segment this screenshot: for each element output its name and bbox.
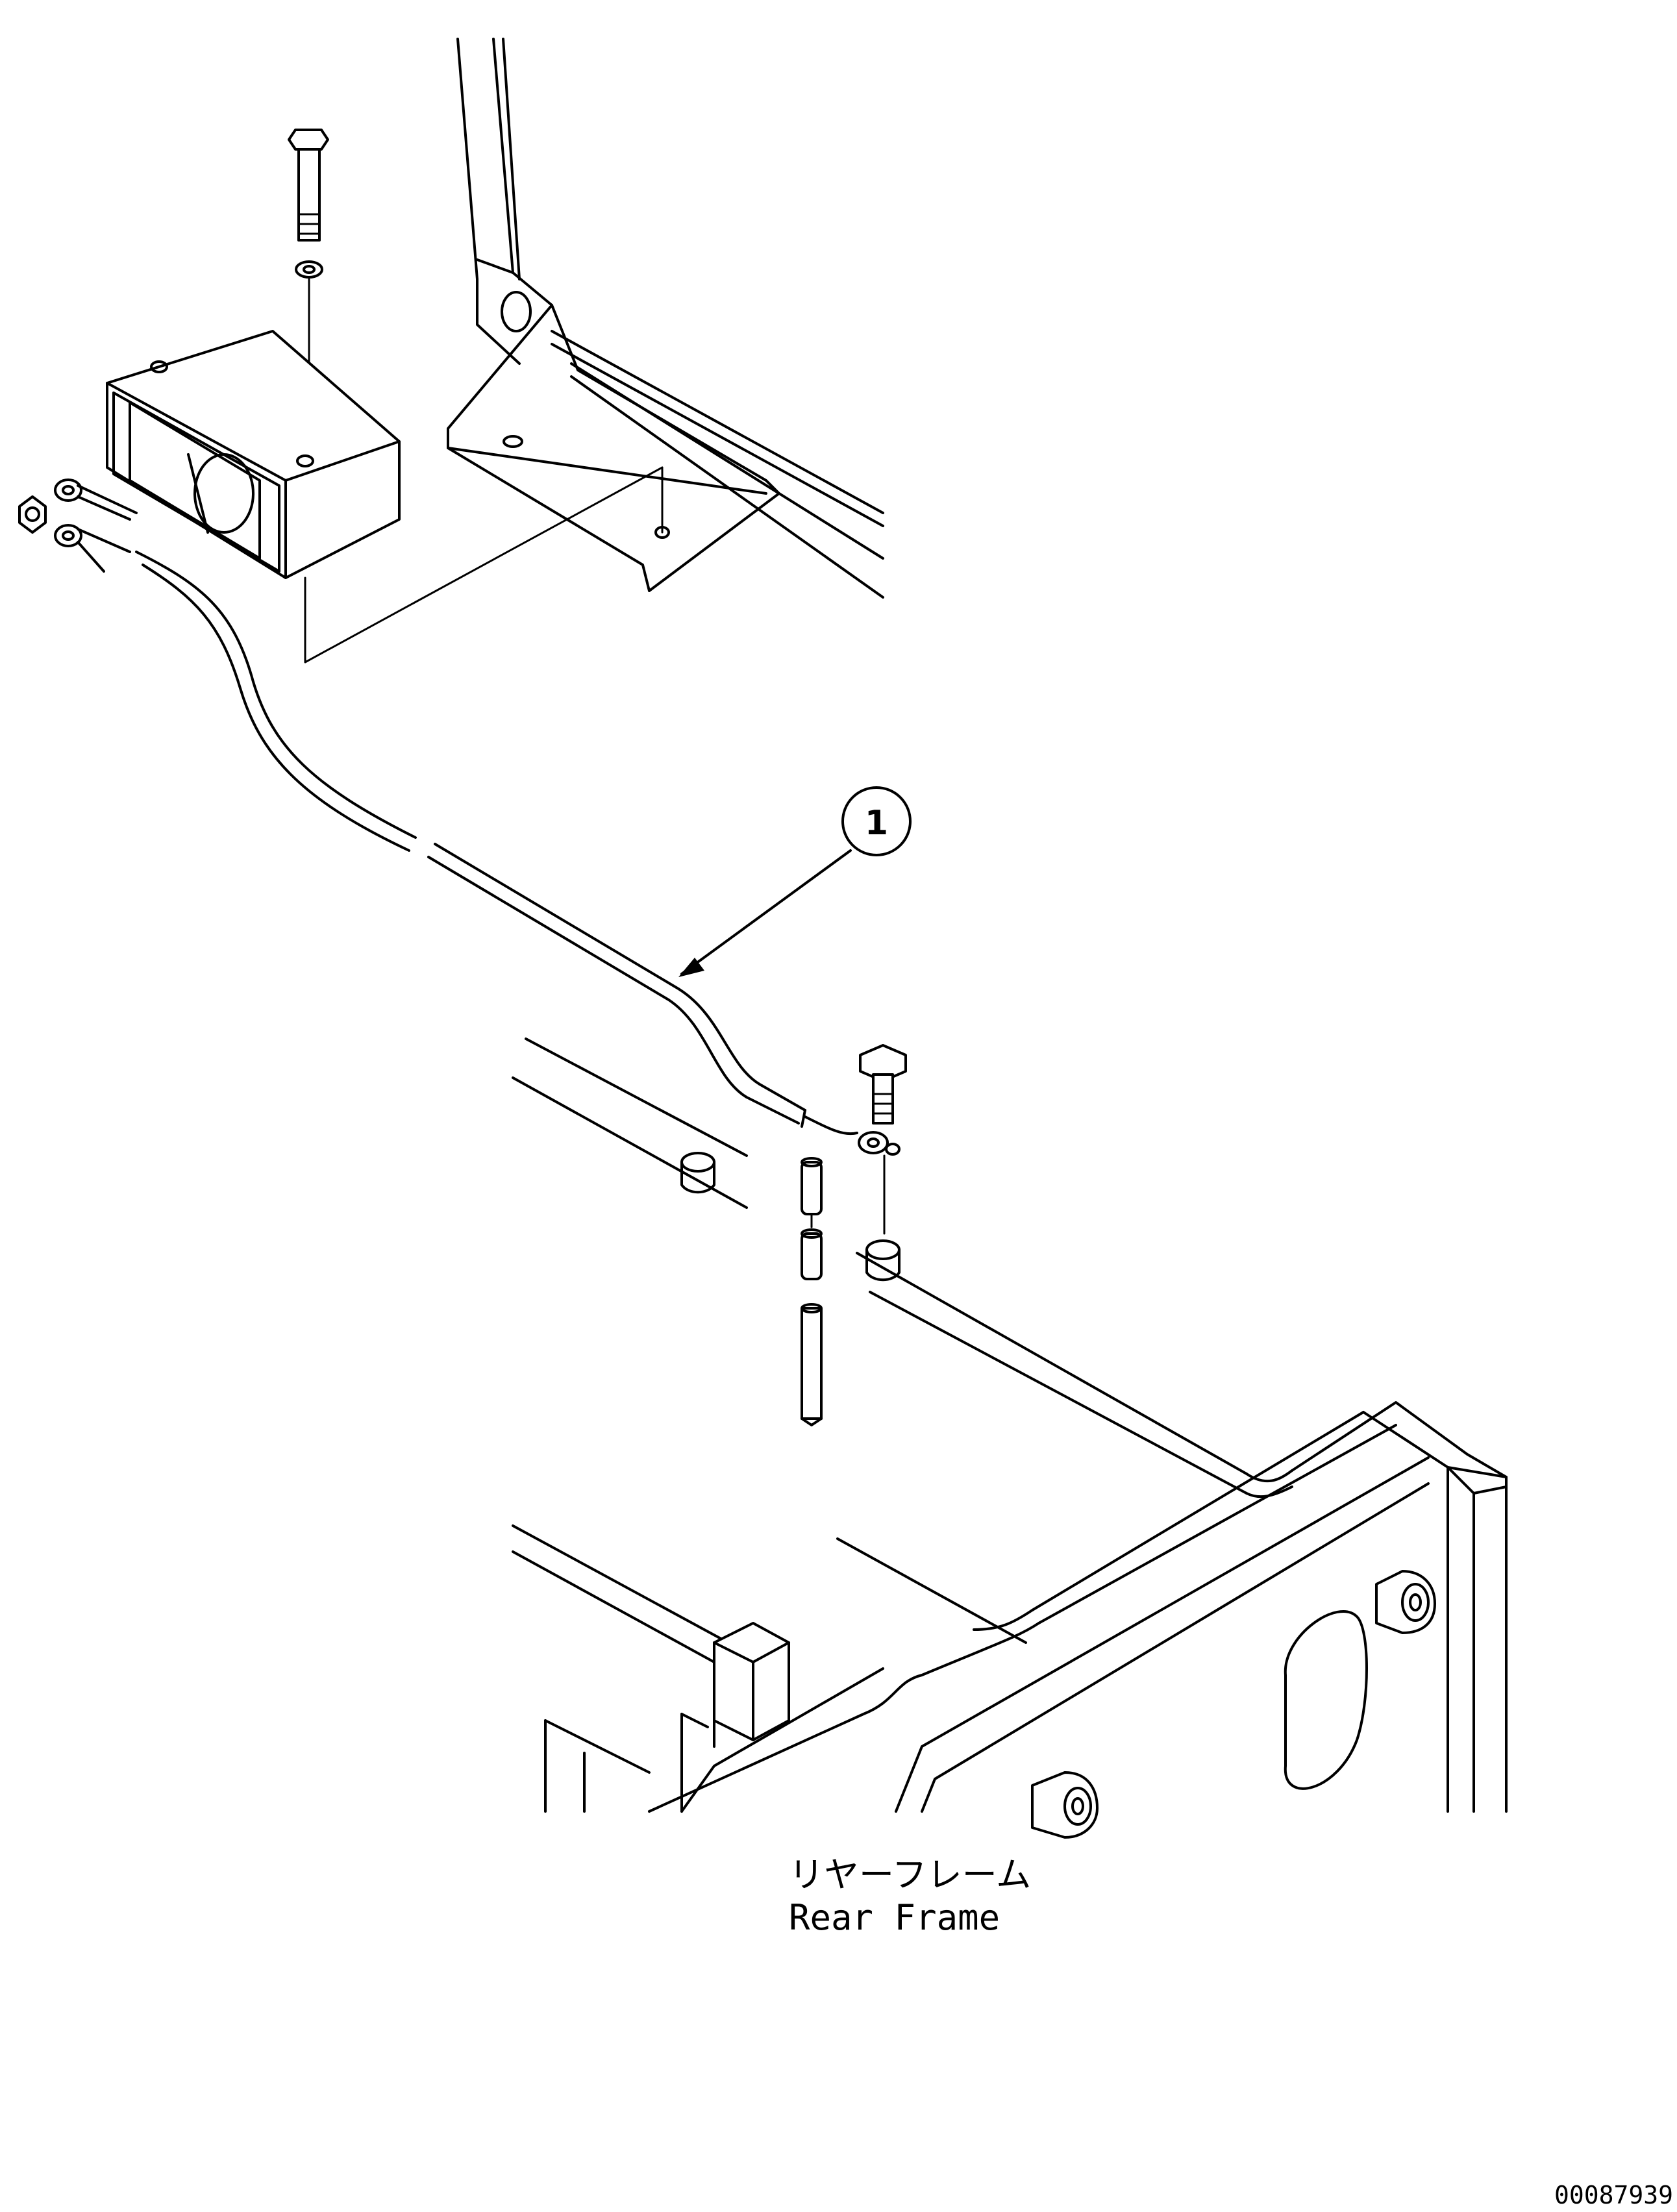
frame-boss-upper [1375,1570,1436,1634]
rear-frame [512,1401,1508,1839]
callout-1: 1 [678,786,912,977]
caption-english: Rear Frame [789,1897,1000,1938]
middle-frame-rail [512,1038,1293,1498]
cable-terminals [18,478,138,573]
callout-1-label: 1 [865,804,888,843]
electrical-box [106,330,664,664]
mounting-bolt [288,129,329,456]
upper-frame-post [456,38,553,365]
cable-connector [801,1157,823,1426]
mounting-bracket [447,304,780,592]
caption-japanese: リヤーフレーム [789,1854,1032,1895]
ground-bolt [859,1044,907,1235]
cable-assembly [135,551,901,1156]
upper-frame-rail [551,330,884,599]
document-number: 00087939 [1554,2181,1673,2209]
frame-boss-lower [1031,1771,1099,1839]
